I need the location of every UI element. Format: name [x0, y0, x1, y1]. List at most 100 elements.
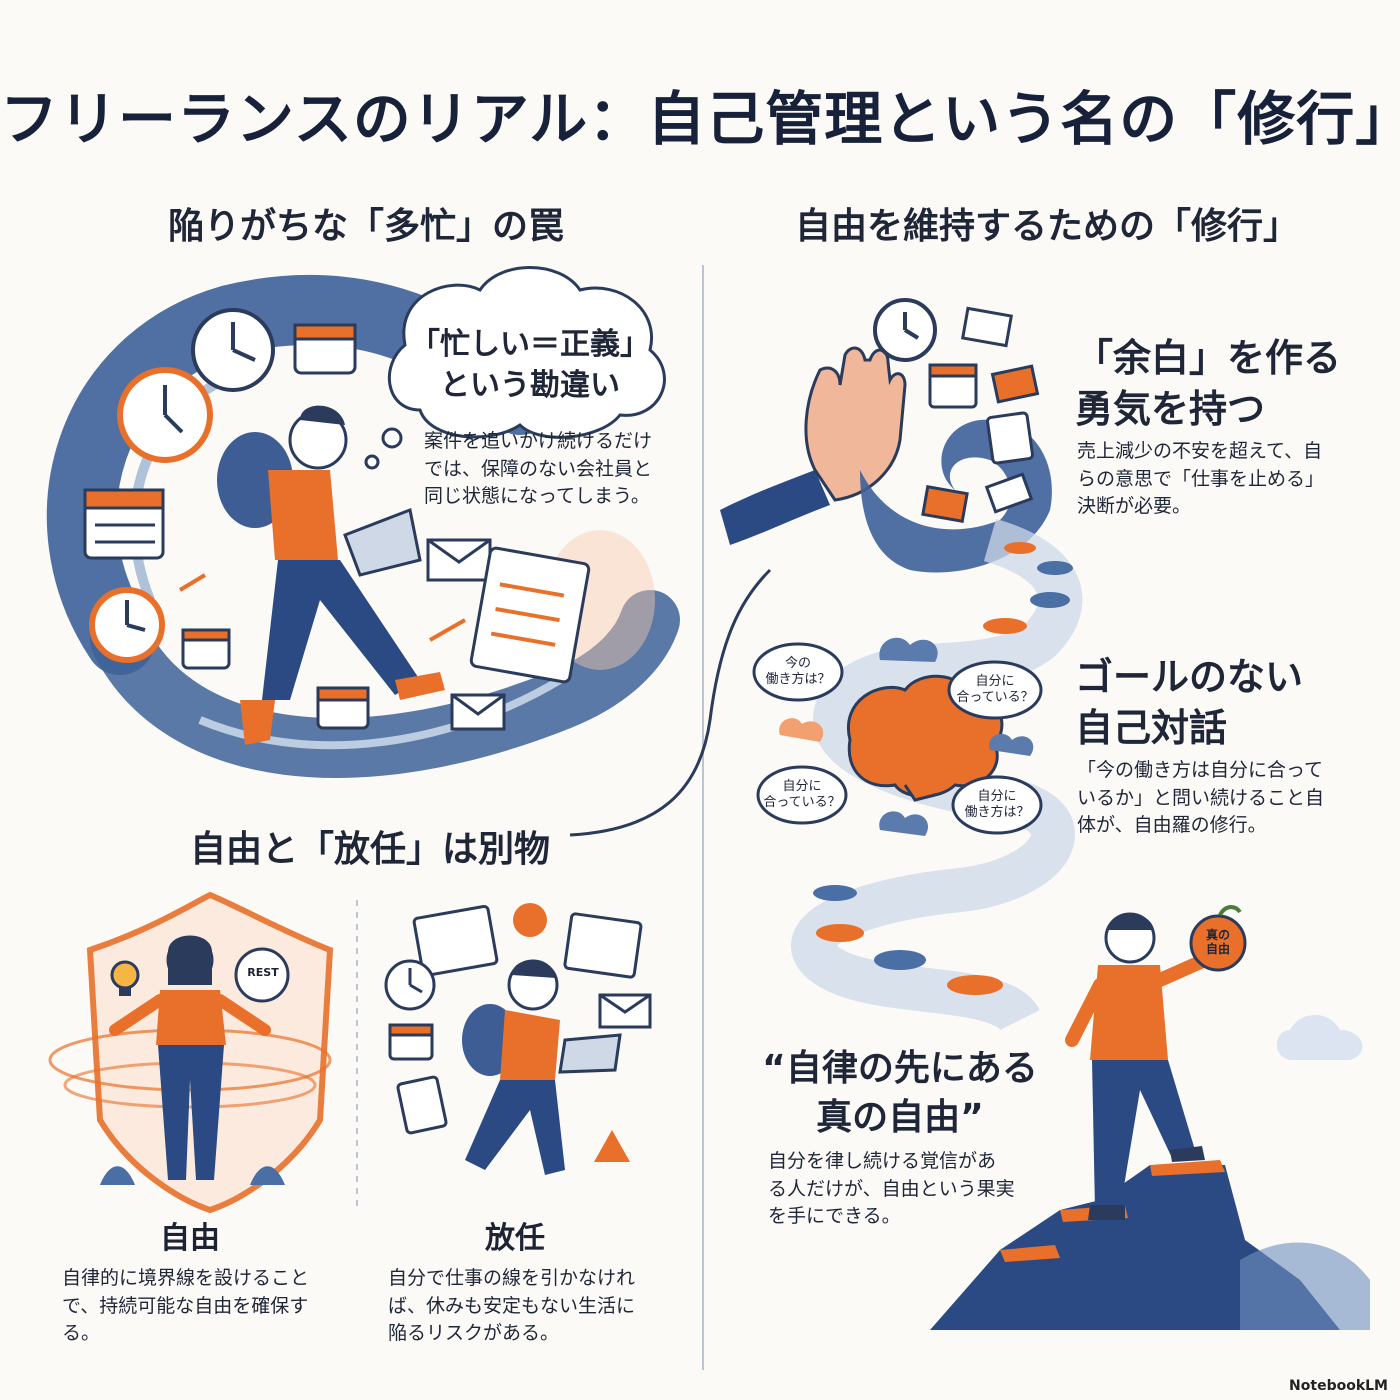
description-line: いるか」と問い続けること自 [1077, 786, 1325, 809]
description-line: 自分で仕事の線を引かなけれ [388, 1267, 636, 1289]
calendar-icon [83, 488, 165, 560]
bubble-line: 「忙しい＝正義」 [410, 327, 650, 362]
busy-freelancer-illustration [178, 405, 466, 745]
thought-bubble-text: 「忙しい＝正義」 という勘違い [405, 325, 655, 406]
description-line: らの意思で「仕事を止める」 [1077, 467, 1325, 490]
speech-bubble-text: 今の 働き方は？ [758, 656, 838, 687]
rest-label: REST [247, 966, 279, 979]
heading-line: 自己対話 [1075, 706, 1228, 751]
freedom-description: 自律的に境界線を設けること で、持続可能な自由を確保す る。 [62, 1265, 347, 1348]
cloud-icon [779, 718, 824, 742]
clipboard-icon [986, 411, 1034, 465]
footer-brand: NotebookLM [1289, 1378, 1388, 1394]
balanced-woman-illustration [100, 935, 285, 1185]
page-title: フリーランスのリアル：自己管理という名の「修行」 [0, 85, 1400, 153]
description-line: 自律的に境界線を設けること [62, 1267, 310, 1289]
description-line: では、保障のない会社員と [424, 457, 653, 480]
calendar-icon [388, 1023, 434, 1061]
envelope-icon [990, 364, 1040, 404]
alert-icon [513, 903, 547, 937]
warning-icon [594, 1130, 630, 1162]
cloud-icon [989, 733, 1034, 756]
clock-icon [191, 308, 275, 392]
calendar-icon [316, 686, 370, 730]
description-line: 案件を追いかけ続けるだけ [424, 430, 653, 452]
apple-label: 真の 自由 [1196, 928, 1240, 957]
apple-icon [1189, 914, 1247, 972]
connector-line [569, 568, 772, 837]
description-line: 売上減少の不安を超えて、自 [1077, 440, 1323, 462]
lightbulb-icon [110, 960, 140, 996]
envelope-icon [921, 485, 969, 523]
description-line: 決断が必要。 [1077, 495, 1192, 518]
bubble-line: という勘違い [440, 367, 620, 403]
description-line: る。 [62, 1322, 101, 1345]
description-line: 体が、自由羅の修行。 [1077, 814, 1267, 837]
clock-icon [117, 367, 213, 463]
section-title-busy-trap: 陥りがちな「多忙」の罠 [168, 206, 565, 247]
envelope-icon [426, 538, 492, 582]
true-freedom-description: 自分を律し続ける覚信があ る人だけが、自由という果実 を手にできる。 [768, 1148, 1048, 1231]
description-line: を手にできる。 [768, 1205, 901, 1228]
freedom-title: 自由 [160, 1221, 220, 1256]
clipboard-icon [469, 546, 591, 684]
cloud-icon [879, 637, 938, 662]
clock-icon [873, 298, 937, 362]
calendar-icon [181, 628, 231, 670]
speech-bubble-text: 自分に 合っている？ [953, 674, 1037, 705]
speech-bubble [947, 660, 1043, 720]
clock-icon [89, 587, 165, 663]
dialogue-heading: ゴールのない 自己対話 [1075, 652, 1303, 755]
section-title-freedom-vs-neglect: 自由と「放任」は別物 [190, 829, 551, 870]
description-line: 同じ状態になってしまう。 [424, 485, 650, 508]
envelope-icon [598, 993, 652, 1029]
section-title-discipline: 自由を維持するための「修行」 [795, 206, 1300, 247]
rest-bubble [234, 947, 290, 1003]
description-line: で、持続可能な自由を確保す [62, 1294, 309, 1317]
heading-line: 「余白」を作る [1075, 336, 1342, 380]
heading-line: 勇気を持つ [1075, 387, 1266, 432]
bubble-line: 自分に [782, 779, 822, 794]
neglect-description: 自分で仕事の線を引かなけれ ば、休みも安定もない生活に 陥るリスクがある。 [388, 1265, 688, 1348]
apple-label-line: 自由 [1205, 942, 1230, 957]
stepping-stones [813, 542, 1073, 995]
description-line: 「今の働き方は自分に合って [1077, 759, 1324, 781]
calendar-icon [293, 323, 357, 375]
neglect-title: 放任 [485, 1221, 545, 1256]
stressed-freelancer-illustration [462, 959, 622, 1175]
speech-bubble [756, 765, 848, 825]
bubble-line: 働き方は？ [964, 804, 1030, 820]
apple-label-line: 真の [1205, 928, 1230, 942]
description-line: ば、休みも安定もない生活に [388, 1294, 636, 1317]
bubble-line: 今の [784, 656, 811, 671]
description-line: 自分を律し続ける覚信があ [768, 1150, 997, 1172]
margin-heading: 「余白」を作る 勇気を持つ [1075, 333, 1341, 436]
quote-line: “自律の先にある [762, 1048, 1038, 1089]
margin-description: 売上減少の不安を超えて、自 らの意思で「仕事を止める」 決断が必要。 [1077, 438, 1377, 521]
bubble-line: 合っている？ [763, 794, 841, 810]
heading-line: ゴールのない [1075, 655, 1304, 699]
quote-line: 真の自由” [816, 1096, 984, 1138]
speech-bubble-text: 自分に 働き方は？ [957, 789, 1037, 820]
browser-window-icon [412, 904, 643, 979]
envelope-icon [450, 693, 506, 731]
speech-bubble [951, 775, 1043, 835]
clock-icon [384, 959, 436, 1011]
true-freedom-quote: “自律の先にある 真の自由” [760, 1045, 1040, 1142]
stop-hand-illustration [720, 346, 907, 545]
envelope-icon [960, 306, 1014, 348]
bubble-line: 自分に [977, 789, 1017, 804]
bubble-line: 働き方は？ [765, 671, 831, 687]
dialogue-description: 「今の働き方は自分に合って いるか」と問い続けること自 体が、自由羅の修行。 [1077, 757, 1377, 840]
busy-trap-description: 案件を追いかけ続けるだけ では、保障のない会社員と 同じ状態になってしまう。 [424, 428, 684, 511]
bubble-line: 自分に [975, 674, 1015, 689]
calendar-icon [928, 363, 978, 409]
thought-cloud [388, 266, 666, 439]
mountain-illustration [930, 1165, 1340, 1330]
speech-bubble [752, 642, 844, 702]
envelope-icon [984, 472, 1034, 514]
bubble-line: 合っている？ [956, 689, 1034, 705]
clipboard-icon [396, 1075, 448, 1135]
description-line: 陥るリスクがある。 [388, 1322, 560, 1345]
